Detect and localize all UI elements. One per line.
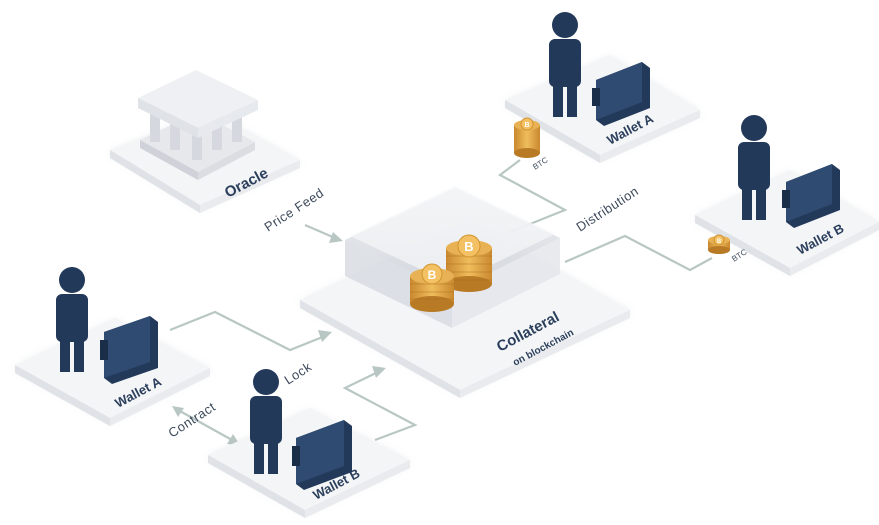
person-icon	[250, 369, 282, 474]
btc-coin-a: B BTC	[514, 117, 550, 172]
coin-stack-small: B	[410, 263, 454, 312]
person-icon	[738, 115, 770, 220]
arrow-head-contract-1	[172, 406, 184, 417]
wallet-icon	[592, 62, 650, 126]
wallet-a-right-node: Wallet A	[505, 12, 700, 163]
wallet-b-left-node: Wallet B	[208, 369, 410, 518]
wallet-icon	[100, 316, 158, 384]
connector-wallet-a-lock	[169, 310, 326, 352]
wallet-icon	[292, 420, 352, 490]
connector-distribution-b	[564, 234, 713, 272]
wallet-a-left-node: Wallet A	[15, 267, 210, 426]
btc-coin-b: B BTC	[708, 234, 749, 264]
btc-label-a: BTC	[531, 155, 550, 171]
coin-symbol: B	[524, 122, 529, 129]
wallet-b-right-node: Wallet B	[695, 115, 879, 276]
bitcoin-coin-icon	[713, 234, 725, 246]
lock-label: Lock	[281, 359, 314, 388]
connector-wallet-b-lock	[342, 371, 418, 442]
person-icon	[56, 267, 88, 372]
bitcoin-coin-icon	[457, 234, 481, 258]
person-icon	[549, 12, 581, 117]
coin-stack-large: B	[446, 234, 492, 292]
coin-symbol: B	[428, 268, 437, 282]
arrow-head-lock-b	[372, 366, 386, 378]
distribution-label: Distribution	[573, 183, 641, 234]
coin-symbol: B	[717, 239, 722, 245]
coin-symbol: B	[464, 239, 473, 254]
wallet-icon	[782, 164, 840, 228]
arrow-head-lock	[318, 330, 332, 342]
collateral-node: B B Collateral on blockchain	[300, 186, 630, 398]
contract-label: Contract	[165, 399, 218, 441]
collateral-box-icon	[345, 186, 560, 328]
bitcoin-coin-icon	[421, 263, 443, 285]
bank-building-icon	[138, 70, 258, 180]
bitcoin-coin-icon	[520, 117, 534, 131]
price-feed-label: Price Feed	[261, 185, 326, 235]
oracle-node: Oracle	[110, 70, 300, 213]
connector-lines	[169, 159, 713, 445]
connector-contract	[177, 409, 233, 441]
arrow-head-price-feed	[329, 232, 343, 243]
connector-distribution-a	[497, 159, 568, 234]
connector-price-feed	[304, 223, 336, 240]
